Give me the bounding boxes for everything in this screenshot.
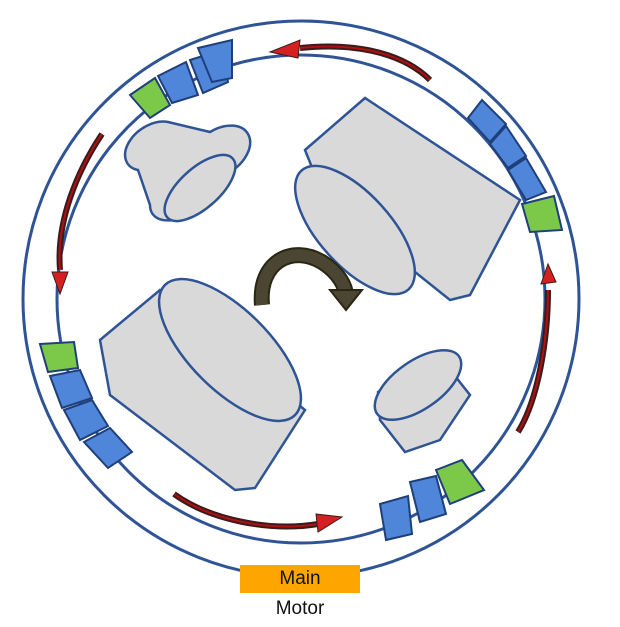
magnet-green [38, 340, 80, 374]
inner-ring [55, 53, 547, 545]
label-main: Main [240, 565, 360, 593]
magnet-blue [378, 494, 414, 542]
label-main-text: Main [279, 568, 321, 589]
magnet-blue [196, 38, 233, 84]
magnet-group-bottom [378, 458, 486, 542]
magnet-blue [82, 426, 134, 470]
magnet-group-top-left [128, 38, 233, 120]
magnet-blue [408, 474, 448, 524]
magnet-group-left [38, 340, 134, 470]
cylinder-small-bottom-right [373, 348, 472, 454]
cylinder-large-top-right [293, 96, 522, 302]
magnet-blue [466, 98, 508, 144]
magnet-green [128, 76, 172, 120]
magnet-green [520, 194, 564, 234]
magnet-green [434, 458, 486, 506]
magnet-blue [156, 60, 200, 105]
cylinder-large-bottom-left [98, 277, 307, 492]
magnet-blue [506, 156, 548, 202]
magnet-group-right [466, 98, 564, 234]
label-highlight [240, 565, 360, 593]
magnet-blue [48, 368, 94, 410]
orbit-arrow-icon [51, 39, 557, 533]
label-motor: Motor [275, 598, 325, 619]
magnet-blue [488, 124, 528, 170]
rotation-arrow-icon [253, 247, 365, 312]
cylinder-small-top-left [123, 120, 252, 223]
magnet-blue [62, 398, 110, 442]
